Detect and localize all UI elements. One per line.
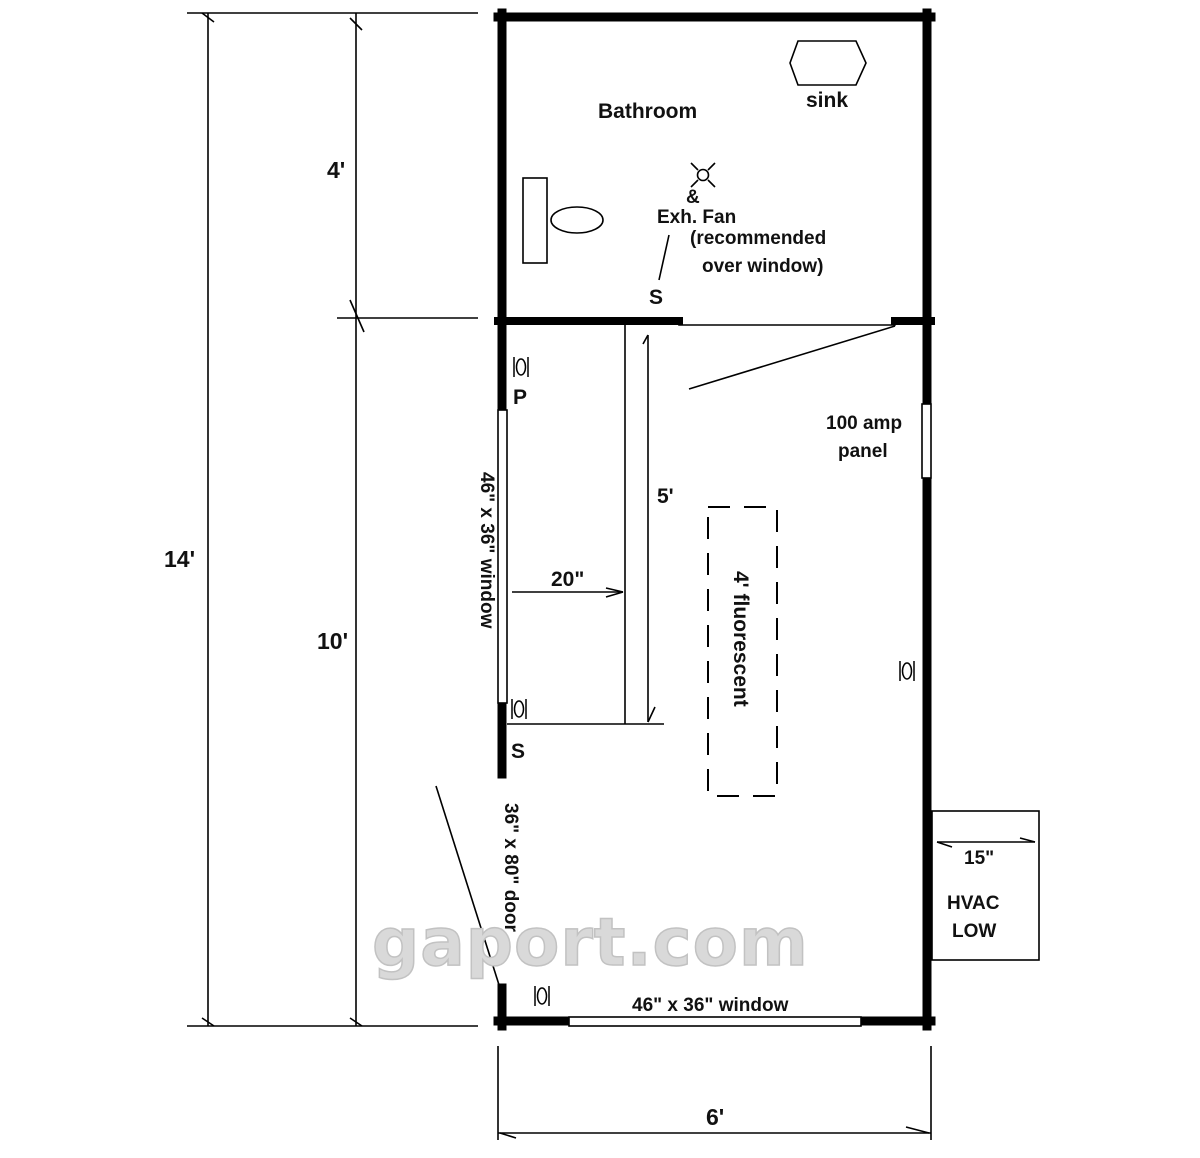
bathroom-switch-label: S <box>649 286 663 309</box>
sink-label: sink <box>806 89 848 112</box>
exhaust-fan-label: Exh. Fan <box>657 207 736 228</box>
bottom-window-label: 46" x 36" window <box>632 995 789 1016</box>
overall-width-label: 6' <box>706 1104 724 1130</box>
panel-label-line1: 100 amp <box>826 413 902 434</box>
bathroom-fixtures <box>522 40 867 281</box>
bottom-window-frame <box>568 1016 862 1027</box>
tick <box>201 1017 215 1027</box>
bathroom-label: Bathroom <box>598 100 697 123</box>
outlet-icon <box>511 699 527 719</box>
shelf-unit <box>507 325 664 725</box>
switch-lead-line <box>658 234 670 281</box>
main-length-label: 10' <box>317 628 348 654</box>
ceiling-light-icon <box>690 162 716 188</box>
walls <box>493 8 936 1031</box>
ampersand-label: & <box>686 187 700 208</box>
fluorescent-label: 4' fluorescent <box>729 571 752 707</box>
panel-recess <box>921 403 932 479</box>
outlet-icon <box>513 357 529 377</box>
tick <box>642 334 649 345</box>
toilet-tank-icon <box>522 177 548 264</box>
hvac-label-line1: HVAC <box>947 893 1000 914</box>
outlet-icon <box>534 986 550 1006</box>
door-label: 36" x 80" door <box>500 803 521 933</box>
fan-note-line1: (recommended <box>690 228 826 249</box>
tick <box>605 587 624 593</box>
tick <box>605 591 624 598</box>
toilet-bowl-icon <box>550 206 604 234</box>
hvac-label-line2: LOW <box>952 921 996 942</box>
bathroom-door-swing <box>688 325 896 390</box>
dimension-lines <box>187 12 932 1140</box>
main-switch-label: S <box>511 740 525 763</box>
bathroom-length-label: 4' <box>327 157 345 183</box>
tick <box>349 17 363 31</box>
shelf-depth-label: 20" <box>551 568 584 591</box>
sink-icon <box>789 40 867 86</box>
watermark: gaport.com <box>372 904 809 981</box>
shelf-length-label: 5' <box>657 485 674 508</box>
hvac-unit <box>931 810 1040 961</box>
hvac-width-label: 15" <box>964 848 994 869</box>
tick <box>349 1017 363 1027</box>
tick <box>201 12 215 23</box>
fan-note-line2: over window) <box>702 256 823 277</box>
tick <box>349 299 365 333</box>
tick <box>936 841 953 848</box>
outlet-icon <box>899 661 915 681</box>
tick <box>499 1132 517 1139</box>
tick <box>1019 837 1036 843</box>
hvac-box <box>931 810 1040 961</box>
panel-marker-label: P <box>513 386 527 409</box>
door-swings <box>435 325 896 989</box>
tick <box>647 706 656 723</box>
left-window-frame <box>497 409 508 704</box>
panel-label-line2: panel <box>838 441 888 462</box>
outlets <box>511 357 915 1006</box>
entry-door-swing <box>435 785 501 989</box>
left-window-label: 46" x 36" window <box>476 472 497 629</box>
overall-length-label: 14' <box>164 546 195 572</box>
tick <box>905 1126 930 1134</box>
